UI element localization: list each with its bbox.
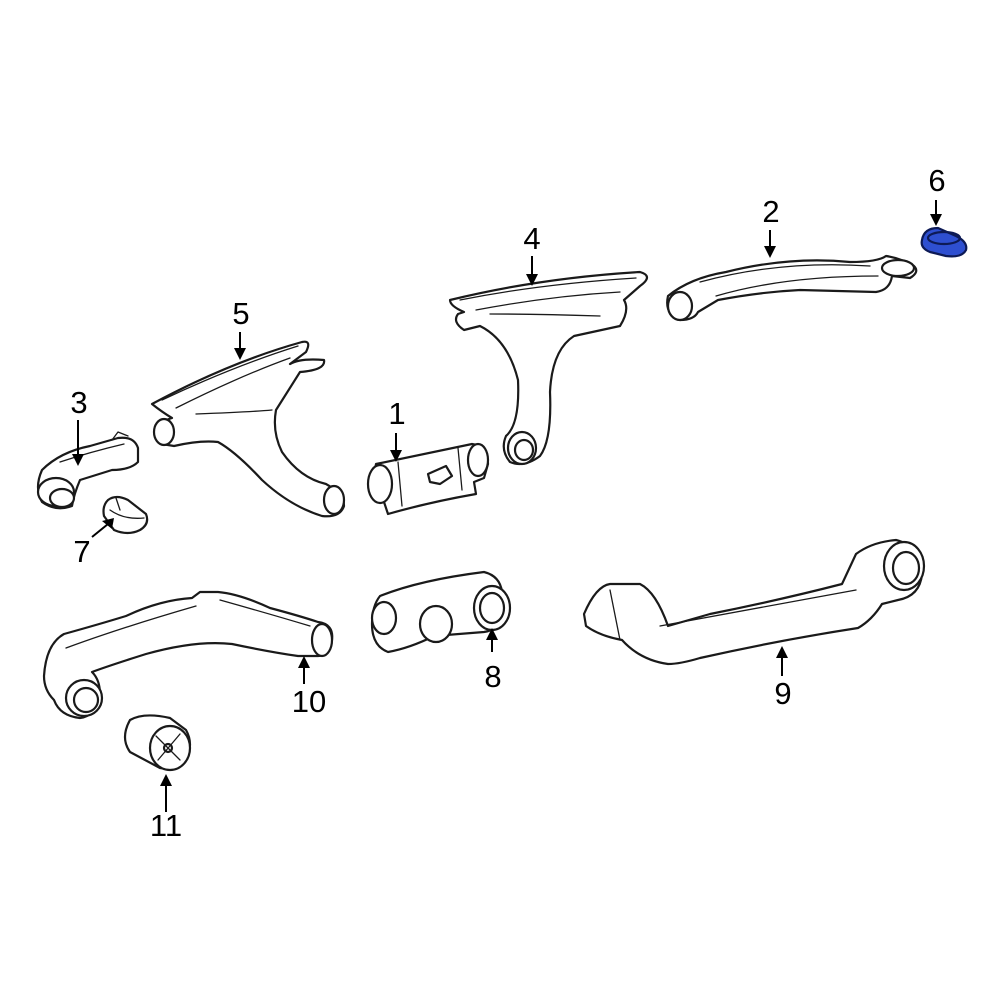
part-11-plug[interactable] [123,714,192,772]
leader-5 [234,332,246,360]
part-5-duct[interactable] [150,340,346,518]
leader-4 [526,256,538,286]
leader-2 [764,230,776,258]
callout-8[interactable]: 8 [484,659,502,694]
callout-4[interactable]: 4 [523,221,541,256]
leader-3 [72,420,84,466]
callout-7[interactable]: 7 [73,534,91,569]
part-1-connector[interactable] [366,442,490,516]
part-2-duct[interactable] [666,254,918,322]
callout-1[interactable]: 1 [388,396,406,431]
callout-9[interactable]: 9 [774,676,792,711]
callout-6[interactable]: 6 [928,163,946,198]
leader-arrows [72,200,942,812]
leader-7 [91,518,114,538]
leader-11 [160,774,172,812]
callout-5[interactable]: 5 [232,296,250,331]
callout-11[interactable]: 11 [149,808,183,843]
part-7-clip[interactable] [102,495,149,535]
part-6-cap[interactable] [920,226,968,258]
part-10-duct[interactable] [42,590,334,720]
callout-3[interactable]: 3 [70,385,88,420]
leader-1 [390,433,402,462]
callout-2[interactable]: 2 [762,194,780,229]
leader-9 [776,646,788,676]
part-9-duct[interactable] [582,538,926,666]
part-8-connector[interactable] [370,570,512,654]
leader-10 [298,656,310,684]
leader-8 [486,628,498,652]
leader-6 [930,200,942,226]
part-4-duct[interactable] [448,270,649,466]
part-3-duct[interactable] [36,431,140,510]
callout-10[interactable]: 10 [291,684,327,719]
